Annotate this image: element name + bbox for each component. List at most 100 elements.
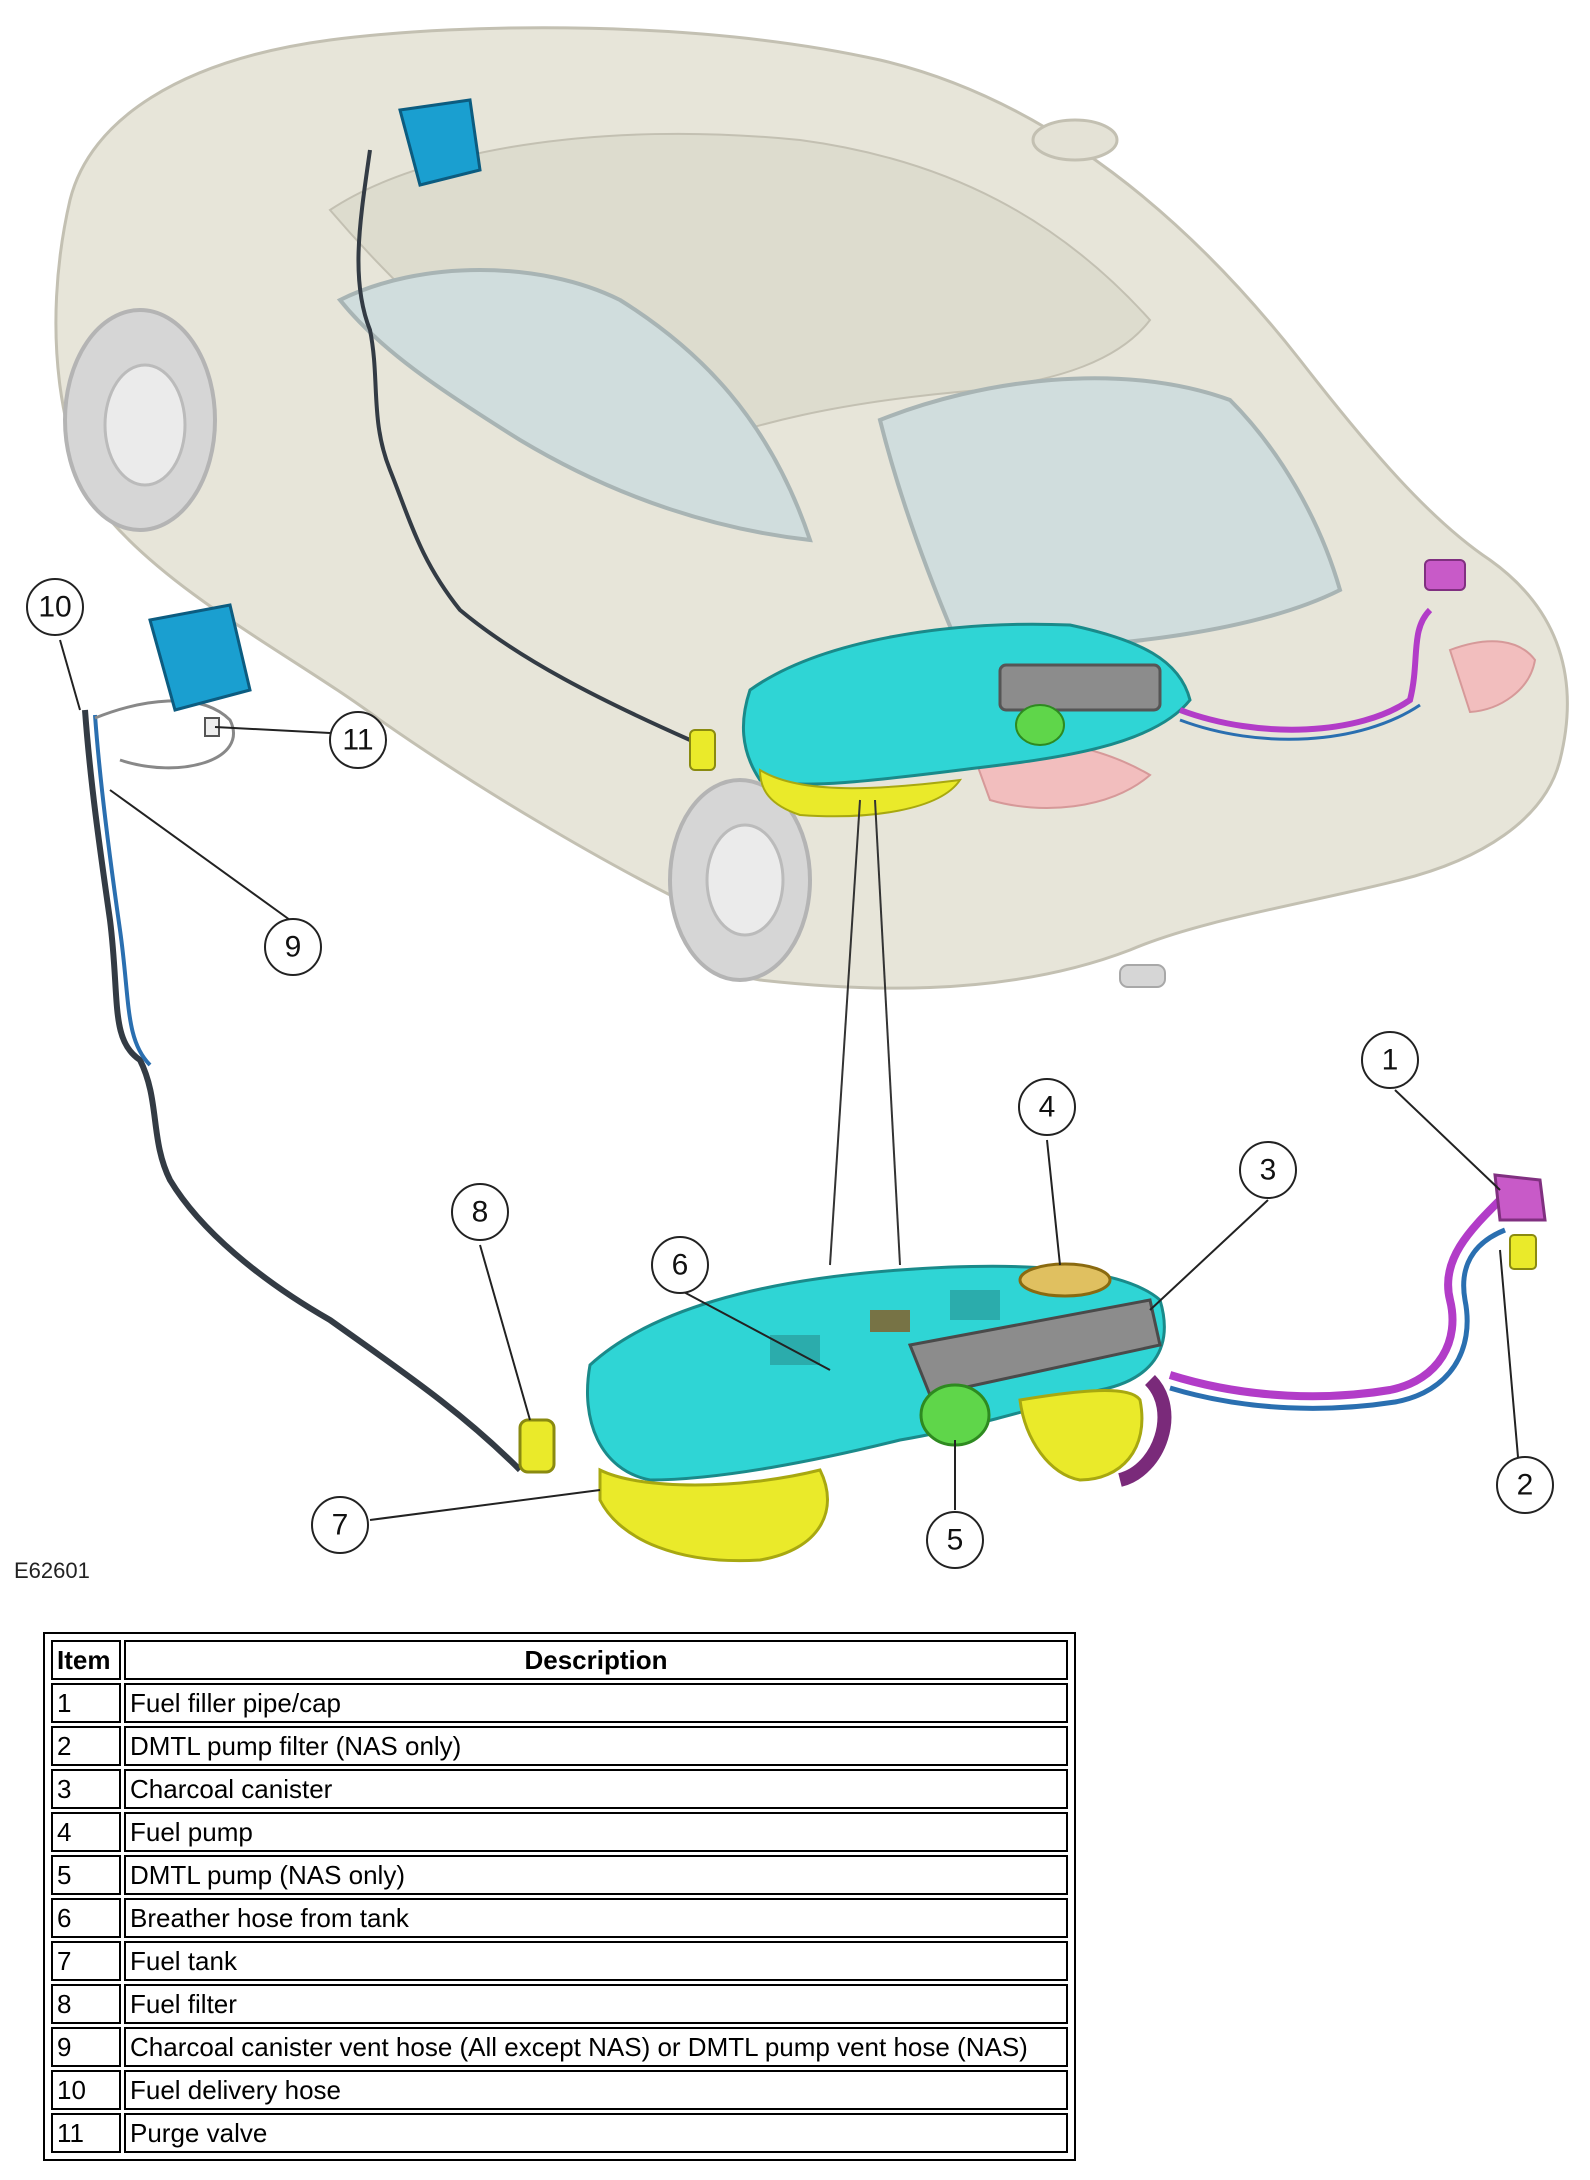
projection-lines bbox=[829, 799, 901, 1266]
callout-6-label: 6 bbox=[672, 1249, 689, 1282]
callout-5: 5 bbox=[926, 1511, 984, 1569]
callout-4-label: 4 bbox=[1039, 1091, 1056, 1124]
callout-4: 4 bbox=[1018, 1078, 1076, 1136]
fuel-system-diagram: 1 2 3 4 5 6 7 8 bbox=[26, 26, 1569, 1569]
legend-item-number: 4 bbox=[51, 1812, 121, 1852]
fuel-filler-cap bbox=[1493, 1173, 1547, 1222]
callout-10-label: 10 bbox=[38, 591, 71, 624]
legend-item-description: Charcoal canister bbox=[124, 1769, 1068, 1809]
callout-2: 2 bbox=[1496, 1456, 1554, 1514]
fuel-tank-top bbox=[586, 1264, 1166, 1482]
in-car-purge-unit bbox=[398, 98, 482, 187]
exhaust-tip bbox=[1119, 964, 1166, 988]
dmtl-pump-filter bbox=[1509, 1234, 1537, 1270]
legend-header-description: Description bbox=[124, 1640, 1068, 1680]
callout-1: 1 bbox=[1361, 1031, 1419, 1089]
legend-item-description: Purge valve bbox=[124, 2113, 1068, 2153]
in-car-tank-bottom bbox=[758, 768, 963, 818]
fuel-tank-bottom bbox=[598, 1467, 829, 1563]
callout-6: 6 bbox=[651, 1236, 709, 1294]
tank-panel-3 bbox=[870, 1310, 910, 1332]
legend-item-number: 1 bbox=[51, 1683, 121, 1723]
in-car-fuel-filter bbox=[689, 729, 716, 771]
tank-panel-2 bbox=[950, 1290, 1000, 1320]
filler-pipe bbox=[1168, 1197, 1503, 1401]
dmtl-elbow bbox=[1117, 1375, 1172, 1487]
fuel-tank-bottom-right bbox=[1018, 1389, 1144, 1482]
callout-7-label: 7 bbox=[332, 1509, 349, 1542]
legend-item-number: 3 bbox=[51, 1769, 121, 1809]
callout-9: 9 bbox=[264, 918, 322, 976]
callout-8: 8 bbox=[451, 1183, 509, 1241]
in-car-filler-hose-blue bbox=[1179, 703, 1421, 741]
fuel-filter bbox=[518, 1418, 556, 1474]
legend-item-description: Fuel tank bbox=[124, 1941, 1068, 1981]
legend-item-number: 10 bbox=[51, 2070, 121, 2110]
legend-item-description: DMTL pump (NAS only) bbox=[124, 1855, 1068, 1895]
side-window bbox=[336, 268, 813, 543]
figure-reference-code: E62601 bbox=[14, 1558, 90, 1583]
legend-item-description: DMTL pump filter (NAS only) bbox=[124, 1726, 1068, 1766]
in-car-filler-cap bbox=[1424, 559, 1466, 591]
callout-9-label: 9 bbox=[285, 931, 302, 964]
front-wheel-hub bbox=[103, 363, 187, 487]
charcoal-canister bbox=[907, 1298, 1162, 1397]
callout-2-label: 2 bbox=[1517, 1469, 1534, 1502]
rear-window bbox=[877, 376, 1343, 653]
legend-item-number: 7 bbox=[51, 1941, 121, 1981]
delivery-hose bbox=[82, 709, 523, 1473]
legend-item-number: 8 bbox=[51, 1984, 121, 2024]
car-illustration bbox=[54, 26, 1569, 990]
filler-pipe-blue bbox=[1169, 1227, 1506, 1411]
purge-valve-body bbox=[148, 603, 252, 712]
legend-item-description: Fuel pump bbox=[124, 1812, 1068, 1852]
in-car-dmtl-pump bbox=[1015, 704, 1065, 746]
legend-item-description: Fuel delivery hose bbox=[124, 2070, 1068, 2110]
vent-hose bbox=[93, 714, 152, 1067]
in-car-fuel-system bbox=[356, 98, 1466, 818]
legend-item-description: Fuel filter bbox=[124, 1984, 1068, 2024]
legend-item-number: 11 bbox=[51, 2113, 121, 2153]
in-car-filler-hose bbox=[1178, 607, 1433, 733]
legend-item-description: Charcoal canister vent hose (All except … bbox=[124, 2027, 1068, 2067]
dmtl-pump bbox=[919, 1383, 991, 1447]
detail-fuel-system bbox=[82, 603, 1547, 1563]
callout-8-label: 8 bbox=[472, 1196, 489, 1229]
callout-1-label: 1 bbox=[1382, 1044, 1399, 1077]
tail-light-right bbox=[1448, 640, 1537, 714]
callout-10: 10 bbox=[26, 578, 84, 636]
legend-item-number: 5 bbox=[51, 1855, 121, 1895]
callout-3-label: 3 bbox=[1260, 1154, 1277, 1187]
fuel-pump bbox=[1018, 1262, 1112, 1298]
callouts: 1 2 3 4 5 6 7 8 bbox=[26, 578, 1554, 1569]
callout-5-label: 5 bbox=[947, 1524, 964, 1557]
callout-11-label: 11 bbox=[342, 724, 373, 757]
callout-3: 3 bbox=[1239, 1141, 1297, 1199]
purge-hose bbox=[94, 699, 235, 770]
legend-header-item: Item bbox=[51, 1640, 121, 1680]
in-car-canister bbox=[998, 663, 1162, 712]
callout-11: 11 bbox=[329, 711, 387, 769]
legend-item-number: 9 bbox=[51, 2027, 121, 2067]
leader-lines bbox=[59, 639, 1521, 1521]
legend-item-description: Fuel filler pipe/cap bbox=[124, 1683, 1068, 1723]
in-car-delivery-hose bbox=[356, 149, 691, 742]
legend-item-description: Breather hose from tank bbox=[124, 1898, 1068, 1938]
rear-wheel-hub bbox=[705, 823, 785, 937]
callout-7: 7 bbox=[311, 1496, 369, 1554]
legend-item-number: 6 bbox=[51, 1898, 121, 1938]
legend-header-row: Item Description bbox=[51, 1640, 1068, 1680]
